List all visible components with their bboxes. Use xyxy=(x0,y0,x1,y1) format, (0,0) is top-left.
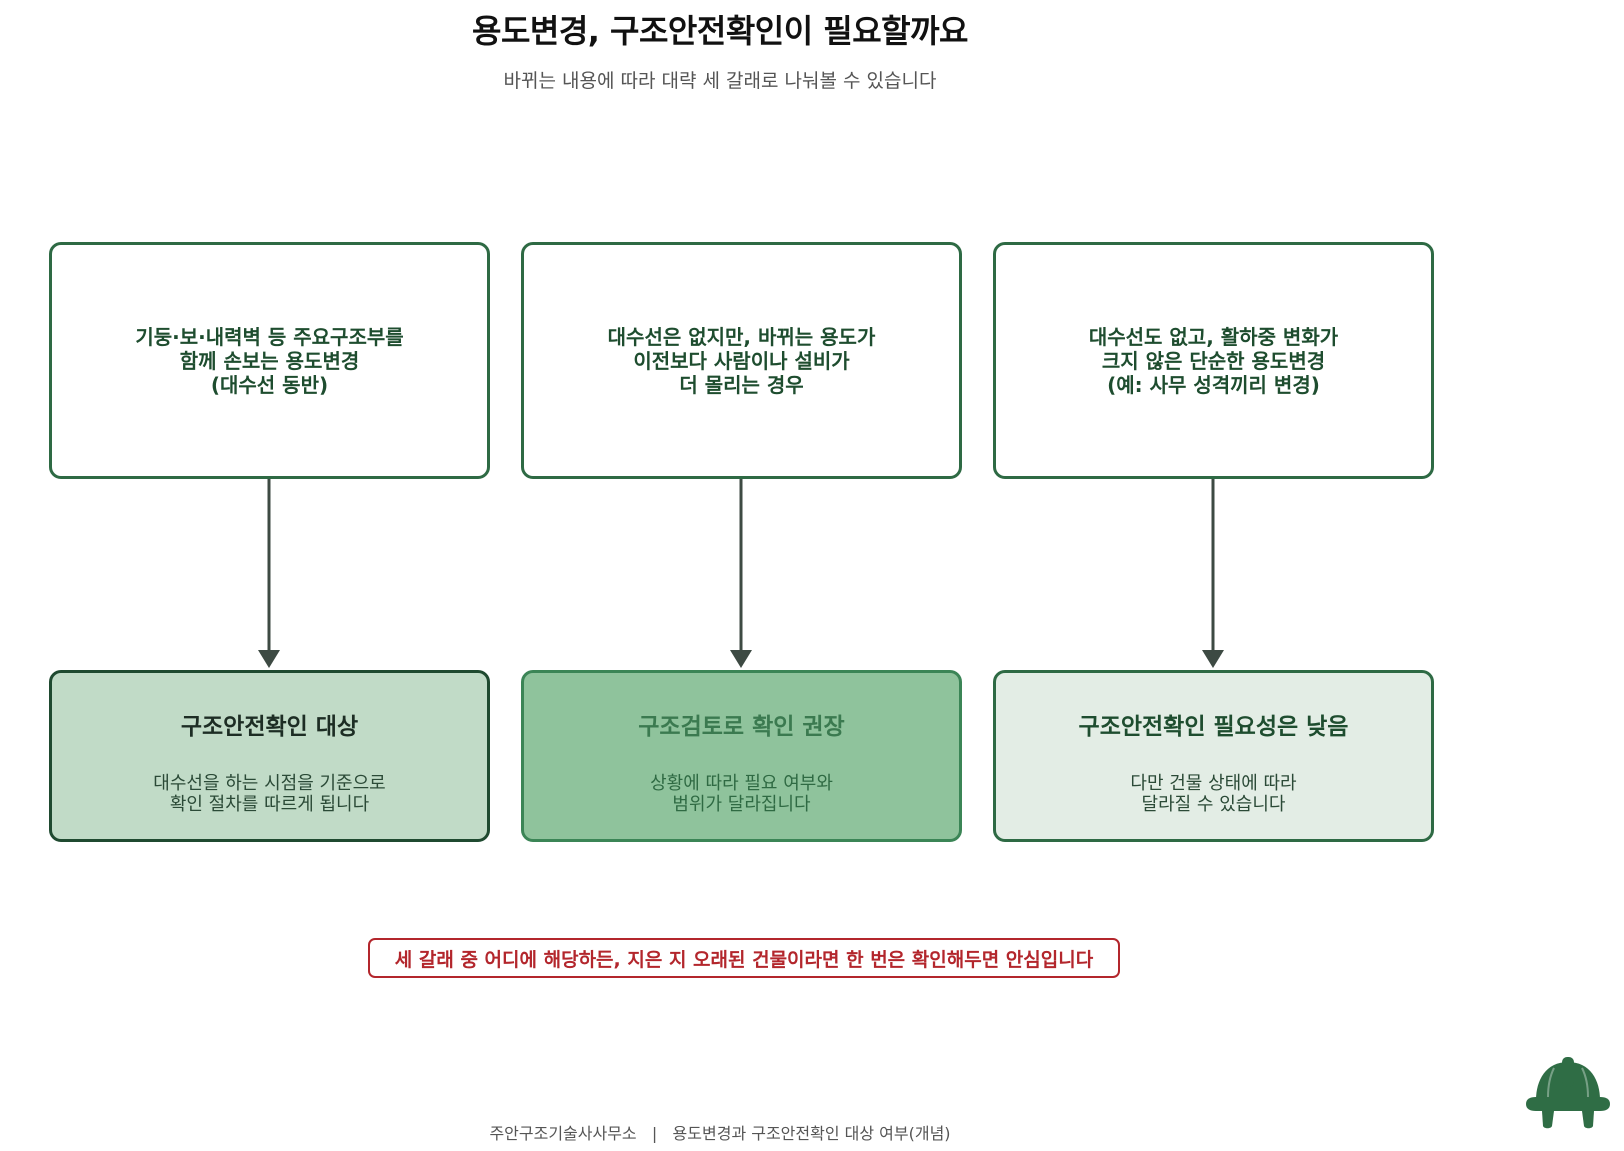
arrowhead-2 xyxy=(730,650,752,668)
result-body-2: 상황에 따라 필요 여부와 범위가 달라집니다 xyxy=(650,773,833,815)
arrowhead-3 xyxy=(1202,650,1224,668)
footer-caption: 주안구조기술사사무소 | 용도변경과 구조안전확인 대상 여부(개념) xyxy=(489,1124,951,1143)
result-box-3: 구조안전확인 필요성은 낮음 다만 건물 상태에 따라 달라질 수 있습니다 xyxy=(993,670,1434,842)
result-box-2: 구조검토로 확인 권장 상황에 따라 필요 여부와 범위가 달라집니다 xyxy=(521,670,962,842)
result-title-1: 구조안전확인 대상 xyxy=(180,714,359,740)
hard-hat-icon xyxy=(1526,1057,1610,1129)
result-body-3: 다만 건물 상태에 따라 달라질 수 있습니다 xyxy=(1130,773,1297,815)
diagram-subtitle: 바뀌는 내용에 따라 대략 세 갈래로 나눠볼 수 있습니다 xyxy=(503,70,937,92)
condition-text-3: 대수선도 없고, 활하중 변화가 크지 않은 단순한 용도변경 (예: 사무 성… xyxy=(1088,324,1339,397)
result-title-2: 구조검토로 확인 권장 xyxy=(638,714,845,740)
condition-text-2: 대수선은 없지만, 바뀌는 용도가 이전보다 사람이나 설비가 더 몰리는 경우 xyxy=(607,324,876,397)
condition-card-1: 기둥·보·내력벽 등 주요구조부를 함께 손보는 용도변경 (대수선 동반) xyxy=(49,242,490,479)
result-box-1: 구조안전확인 대상 대수선을 하는 시점을 기준으로 확인 절차를 따르게 됩니… xyxy=(49,670,490,842)
condition-card-3: 대수선도 없고, 활하중 변화가 크지 않은 단순한 용도변경 (예: 사무 성… xyxy=(993,242,1434,479)
result-title-3: 구조안전확인 필요성은 낮음 xyxy=(1078,714,1349,740)
condition-text-1: 기둥·보·내력벽 등 주요구조부를 함께 손보는 용도변경 (대수선 동반) xyxy=(135,324,404,397)
condition-card-2: 대수선은 없지만, 바뀌는 용도가 이전보다 사람이나 설비가 더 몰리는 경우 xyxy=(521,242,962,479)
result-body-1: 대수선을 하는 시점을 기준으로 확인 절차를 따르게 됩니다 xyxy=(153,773,386,815)
diagram-title: 용도변경, 구조안전확인이 필요할까요 xyxy=(472,12,968,50)
note-callout: 세 갈래 중 어디에 해당하든, 지은 지 오래된 건물이라면 한 번은 확인해… xyxy=(368,938,1120,978)
arrowhead-1 xyxy=(258,650,280,668)
